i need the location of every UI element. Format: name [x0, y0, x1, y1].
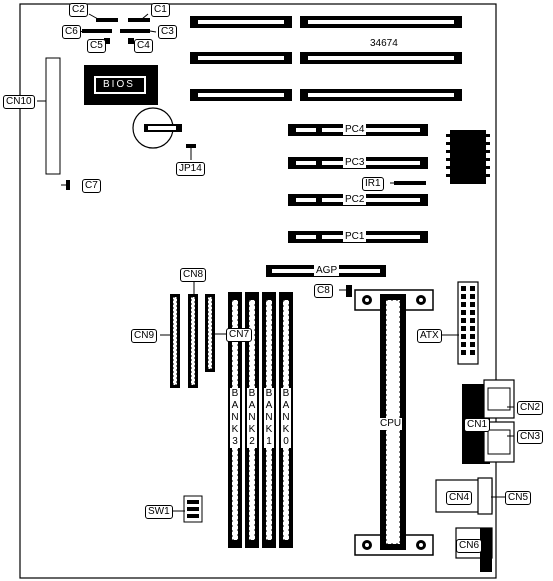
- callout-c7: C7: [82, 179, 101, 193]
- bank2-label: BANK2: [247, 388, 257, 448]
- top-jumpers: [82, 18, 150, 44]
- callout-cn6: CN6: [456, 539, 483, 553]
- slot-label-pc1: PC1: [343, 231, 367, 242]
- callout-cn9: CN9: [131, 329, 158, 343]
- slot-label-pc3: PC3: [343, 157, 367, 168]
- isa-slots: [190, 16, 462, 101]
- callout-jp14: JP14: [176, 162, 205, 176]
- callout-cn3: CN3: [517, 430, 544, 444]
- ide-floppy-headers: [170, 294, 215, 388]
- atx-power-connector: [457, 281, 479, 365]
- callout-cn1: CN1: [464, 418, 491, 432]
- bank0-label: BANK0: [281, 388, 291, 448]
- callout-cn5: CN5: [505, 491, 532, 505]
- cn10-connector: [45, 57, 61, 175]
- callout-c2: C2: [69, 3, 88, 17]
- callout-c5: C5: [87, 39, 106, 53]
- chipset: [446, 130, 490, 184]
- callout-cn8: CN8: [180, 268, 207, 282]
- callout-c3: C3: [158, 25, 177, 39]
- callout-c8: C8: [314, 284, 333, 298]
- slot-label-pc2: PC2: [343, 194, 367, 205]
- c8-jumper: [346, 285, 352, 297]
- callout-c6: C6: [62, 25, 81, 39]
- slot-label-agp: AGP: [314, 265, 340, 276]
- callout-c4: C4: [134, 39, 153, 53]
- callout-sw1: SW1: [145, 505, 173, 519]
- callout-cn7: CN7: [226, 328, 253, 342]
- jp14-jumper: [186, 144, 196, 148]
- slot-label-pc4: PC4: [343, 124, 367, 135]
- bank1-label: BANK1: [264, 388, 274, 448]
- bios-label: BIOS: [103, 79, 135, 90]
- callout-ir1: IR1: [362, 177, 384, 191]
- sw1-switch: [183, 495, 203, 523]
- callout-cn4: CN4: [446, 491, 473, 505]
- ir1-header: [394, 181, 426, 185]
- board-number: 34674: [370, 38, 398, 49]
- callout-atx: ATX: [417, 329, 442, 343]
- battery: [132, 107, 182, 149]
- callout-c1: C1: [151, 3, 170, 17]
- bank3-label: BANK3: [230, 388, 240, 448]
- callout-cn10: CN10: [3, 95, 35, 109]
- callout-cn2: CN2: [517, 401, 544, 415]
- cpu-label: CPU: [379, 418, 403, 430]
- c7-jumper: [66, 180, 70, 190]
